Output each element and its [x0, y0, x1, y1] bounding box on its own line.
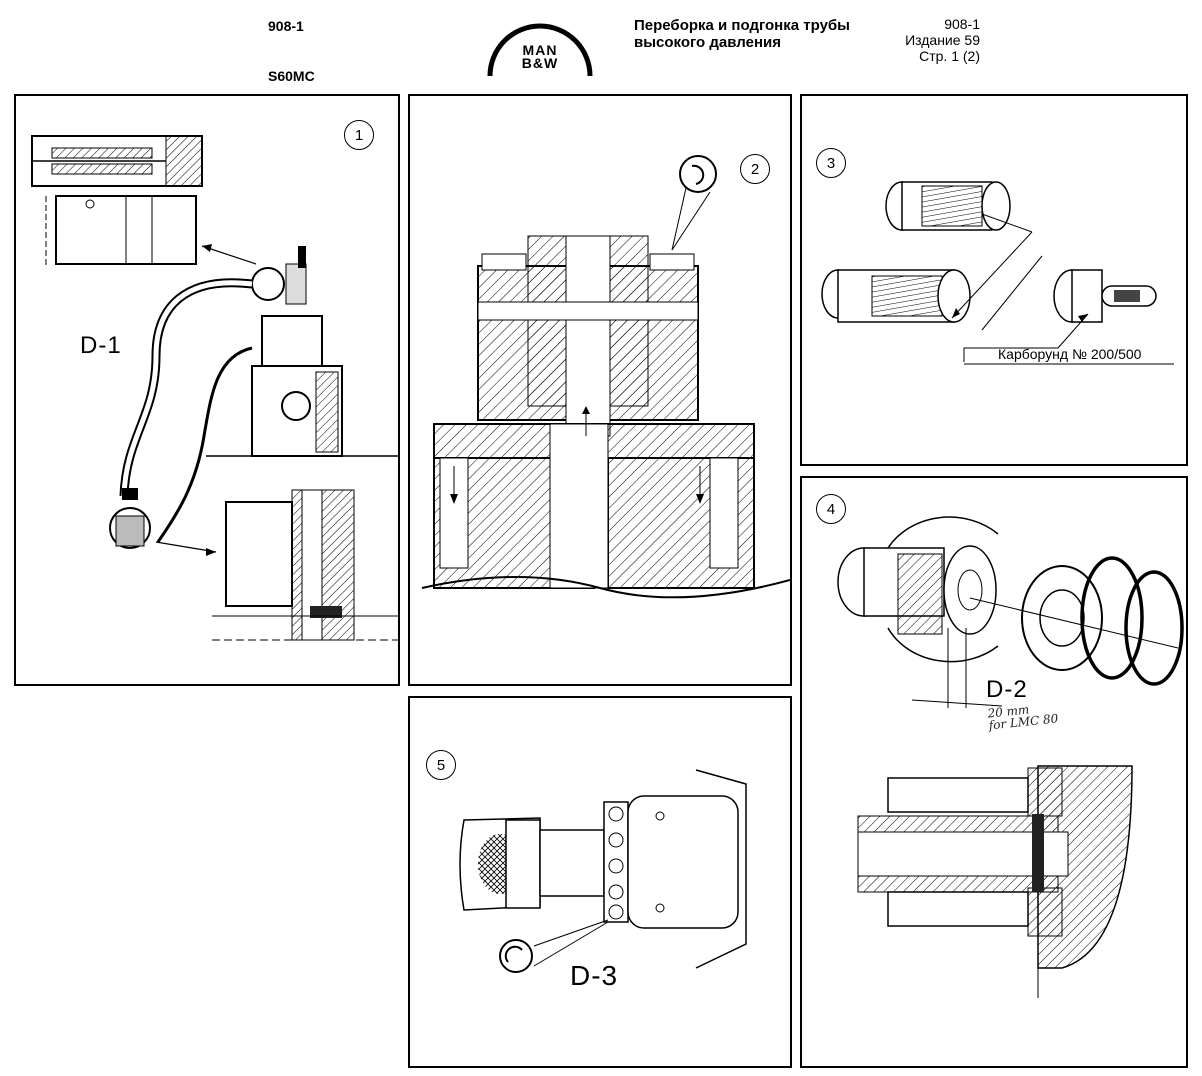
- edition: Издание 59: [905, 32, 980, 48]
- figure-number-5: 5: [426, 750, 456, 780]
- figure-number-4: 4: [816, 494, 846, 524]
- figure-panel-5: 5 D-3: [408, 696, 792, 1068]
- figure-panel-1: 1 D-1: [14, 94, 400, 686]
- doc-id-left: 908-1: [268, 18, 304, 34]
- figure-panel-4: 4 D-2 20 mm for LMC 80: [800, 476, 1188, 1068]
- illustration-hose-connection: [31, 135, 398, 641]
- page-number: Стр. 1 (2): [919, 48, 980, 64]
- carborundum-note: Карборунд № 200/500: [998, 346, 1142, 362]
- logo-text-man: MAN: [522, 42, 558, 58]
- doc-id-right: 908-1: [944, 16, 980, 32]
- illustration-seal-ring-assembly: [837, 516, 1184, 998]
- man-bw-logo: MAN B&W: [482, 20, 598, 78]
- illustration-pipe-nut-tightening: [459, 769, 747, 973]
- logo-text-bw: B&W: [521, 55, 559, 71]
- figure-number-3: 3: [816, 148, 846, 178]
- figure-number-2: 2: [740, 154, 770, 184]
- title-line-1: Переборка и подгонка трубы: [634, 17, 850, 34]
- illustration-lapping-tool: [821, 181, 1174, 365]
- title-line-2: высокого давления: [634, 34, 781, 51]
- figure-panel-3: 3 Карборунд № 200/500: [800, 94, 1188, 466]
- label-d2: D-2: [986, 676, 1028, 703]
- engine-model: S60MC: [268, 68, 315, 84]
- figure-number-1: 1: [344, 120, 374, 150]
- illustration-pipe-flange-section: [421, 155, 790, 599]
- figure-panel-2: 2: [408, 94, 792, 686]
- label-d3: D-3: [570, 960, 619, 991]
- label-d1: D-1: [80, 332, 122, 359]
